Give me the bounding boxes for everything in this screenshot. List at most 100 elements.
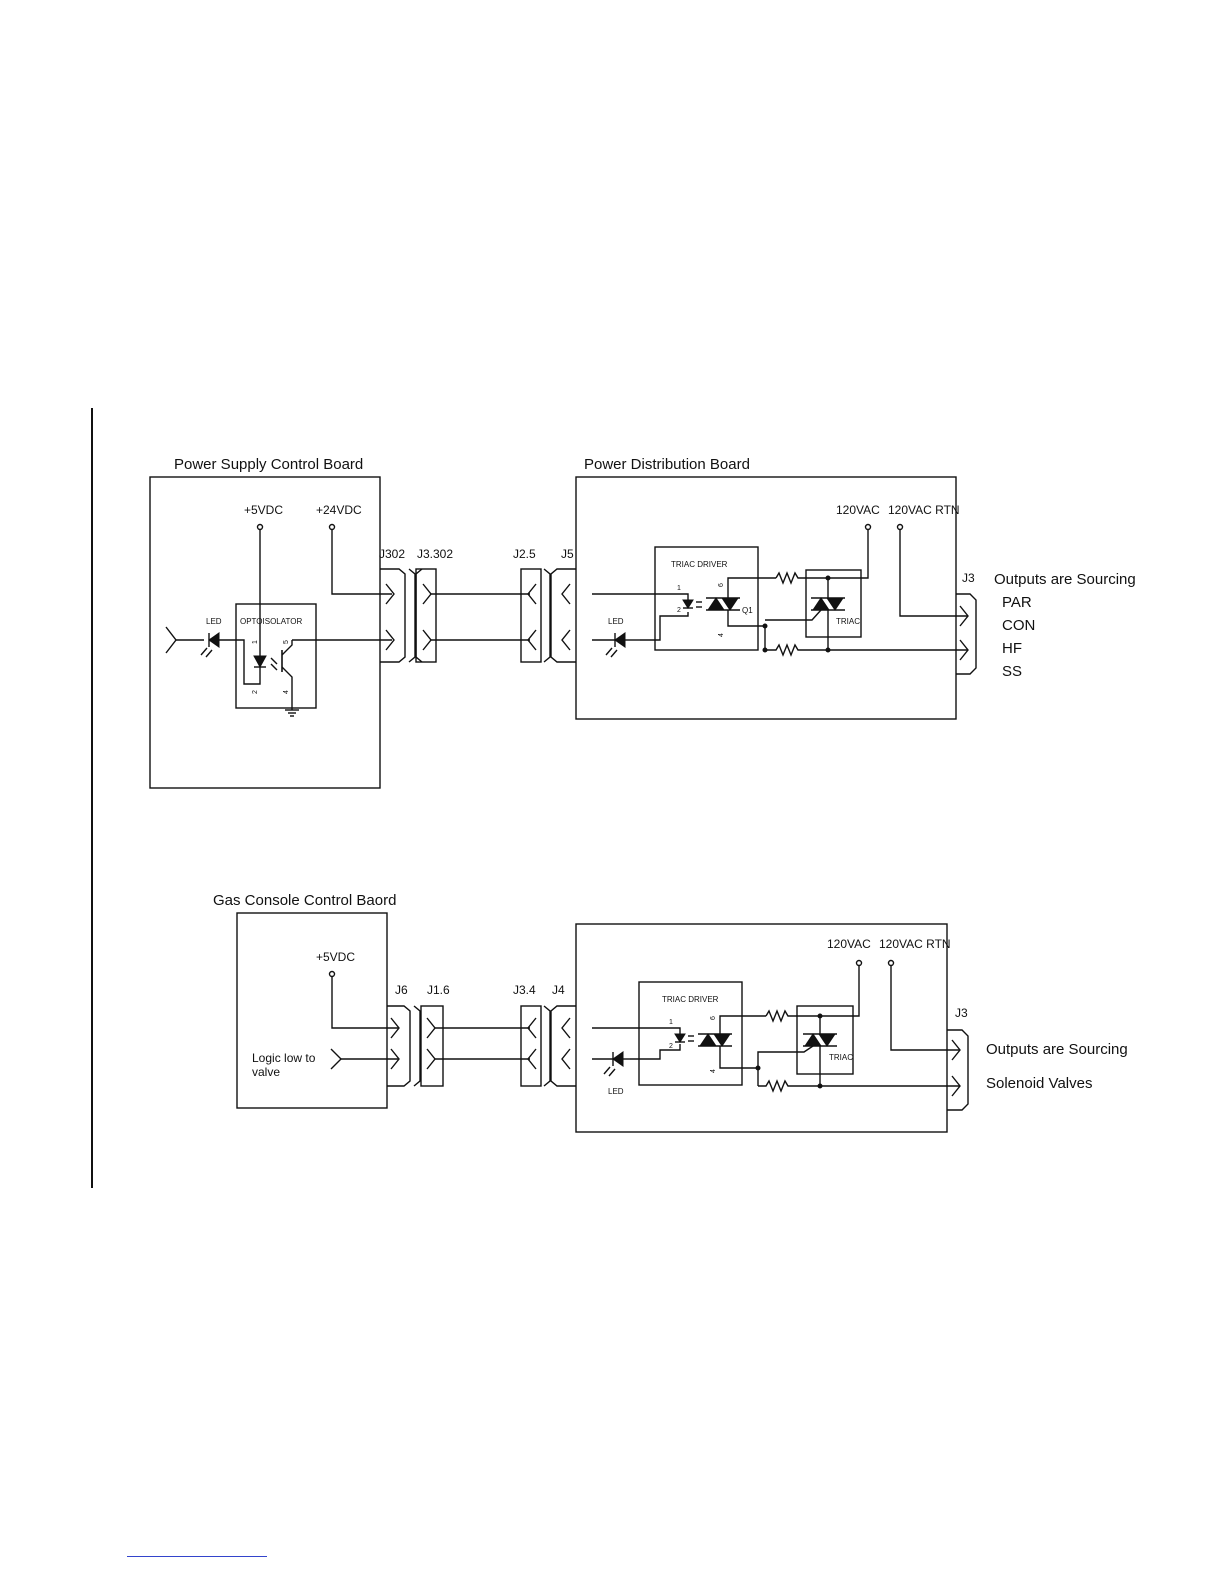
led-left-diode: [208, 632, 220, 648]
gcc-board: [236, 912, 388, 1109]
wire-j5-driver-1: [592, 593, 689, 602]
q1-label: Q1: [742, 606, 753, 615]
terminal-24vdc: [328, 523, 336, 531]
logic-label-line2: valve: [252, 1065, 280, 1079]
psc-board-title: Power Supply Control Board: [174, 456, 363, 473]
terminal-120vac-2: [855, 959, 863, 967]
output-con: CON: [1002, 617, 1035, 634]
driver-pin-2: 2: [677, 607, 681, 614]
terminal-5vdc-2: [328, 970, 336, 978]
driver-pin-1: 1: [677, 585, 681, 592]
connector-j34: [520, 1005, 542, 1087]
resistor-bottom: [765, 643, 828, 657]
terminal-120vac-rtn-2: [887, 959, 895, 967]
driver-pin-1-2: 1: [669, 1019, 673, 1026]
opto-pin-1: 1: [252, 640, 259, 644]
conn-j25-label: J2.5: [513, 547, 536, 561]
diagram-power-supply: Power Supply Control Board +5VDC +24VDC …: [149, 456, 1136, 789]
wire-120vac-rtn: [899, 530, 968, 617]
optoisolator-label: OPTOISOLATOR: [240, 617, 302, 626]
wire-120vac-2: [820, 966, 860, 1017]
conn-j5-label: J5: [561, 547, 574, 561]
led-diode-2: [612, 1051, 624, 1067]
wire-5v-2: [331, 977, 398, 1029]
driver-pin-4: 4: [718, 633, 725, 637]
driver-led: [682, 599, 694, 609]
opto-pin-2: 2: [252, 690, 259, 694]
driver-pin-6-2: 6: [710, 1016, 717, 1020]
led-right-diode: [614, 632, 626, 648]
label-5vdc-2: +5VDC: [316, 950, 355, 964]
connector-j3-out: [956, 593, 977, 675]
gcc-board-title: Gas Console Control Baord: [213, 892, 396, 909]
resistor-top-2: [765, 1009, 820, 1023]
connector-j16: [420, 1005, 444, 1087]
triac-box: [805, 569, 862, 638]
triac-label-2: TRIAC: [829, 1053, 853, 1062]
conn-j3302-label: J3.302: [417, 547, 453, 561]
output-hf: HF: [1002, 640, 1022, 657]
connector-j302: [380, 568, 406, 663]
logic-label-line1: Logic low to: [252, 1051, 316, 1065]
opto-pin-5: 5: [283, 640, 290, 644]
conn-j3-label-2: J3: [955, 1006, 968, 1020]
diac-2: [699, 1033, 717, 1047]
q1-diac: [707, 597, 725, 611]
wire-24v: [331, 530, 392, 595]
wire-driver-2: [640, 612, 689, 641]
wire-120vac-rtn-2: [890, 966, 960, 1051]
connector-j4: [550, 1005, 576, 1087]
pdb-board: [575, 476, 957, 720]
driver-pin-4-2: 4: [710, 1069, 717, 1073]
resistor-bottom-2: [758, 1079, 820, 1093]
conn-j6-label: J6: [395, 983, 408, 997]
connector-j25: [520, 568, 542, 663]
led-left-label: LED: [206, 617, 222, 626]
triac-driver-label: TRIAC DRIVER: [671, 560, 728, 569]
triac-label: TRIAC: [836, 617, 860, 626]
output-solenoid: Solenoid Valves: [986, 1075, 1092, 1092]
outputs-title-2: Outputs are Sourcing: [986, 1041, 1128, 1058]
terminal-120vac: [864, 523, 872, 531]
output-ss: SS: [1002, 663, 1022, 680]
outputs-title: Outputs are Sourcing: [994, 571, 1136, 588]
triac-driver-box: [654, 546, 759, 651]
triac-box-2: [796, 1005, 854, 1075]
resistor-top: [775, 571, 828, 585]
input-connector-left: [165, 626, 177, 654]
driver-pin-6: 6: [718, 583, 725, 587]
footer-rule: [127, 1556, 267, 1557]
driver-led-2: [674, 1033, 686, 1043]
connector-j3302: [415, 568, 437, 663]
wire-opto-return: [236, 639, 261, 685]
conn-j3-label: J3: [962, 571, 975, 585]
label-5vdc: +5VDC: [244, 503, 283, 517]
led-right-label: LED: [608, 617, 624, 626]
label-120vac-rtn-2: 120VAC RTN: [879, 937, 951, 951]
diagram-gas-console: Gas Console Control Baord +5VDC Logic lo…: [213, 892, 1128, 1133]
pdb-board-title: Power Distribution Board: [584, 456, 750, 473]
terminal-5vdc: [256, 523, 264, 531]
wire-j4-driver-1: [592, 1027, 681, 1034]
triac-symbol-2: [804, 1033, 822, 1047]
label-24vdc: +24VDC: [316, 503, 362, 517]
wire-120vac: [828, 530, 869, 579]
psc-board: [149, 476, 381, 789]
terminal-120vac-rtn: [896, 523, 904, 531]
triac-driver-box-2: [638, 981, 743, 1086]
optoisolator-box: [235, 603, 317, 709]
led-label-2: LED: [608, 1087, 624, 1096]
conn-j302-label: J302: [379, 547, 405, 561]
connector-j5: [550, 568, 576, 663]
opto-led-diode: [253, 655, 267, 669]
conn-j16-label: J1.6: [427, 983, 450, 997]
connector-j3-out-2: [947, 1029, 969, 1111]
connector-j6: [387, 1005, 411, 1087]
valve-board: [575, 923, 948, 1133]
conn-j4-label: J4: [552, 983, 565, 997]
output-par: PAR: [1002, 594, 1032, 611]
label-120vac-rtn: 120VAC RTN: [888, 503, 960, 517]
triac-driver-label-2: TRIAC DRIVER: [662, 995, 719, 1004]
driver-pin-2-2: 2: [669, 1043, 673, 1050]
